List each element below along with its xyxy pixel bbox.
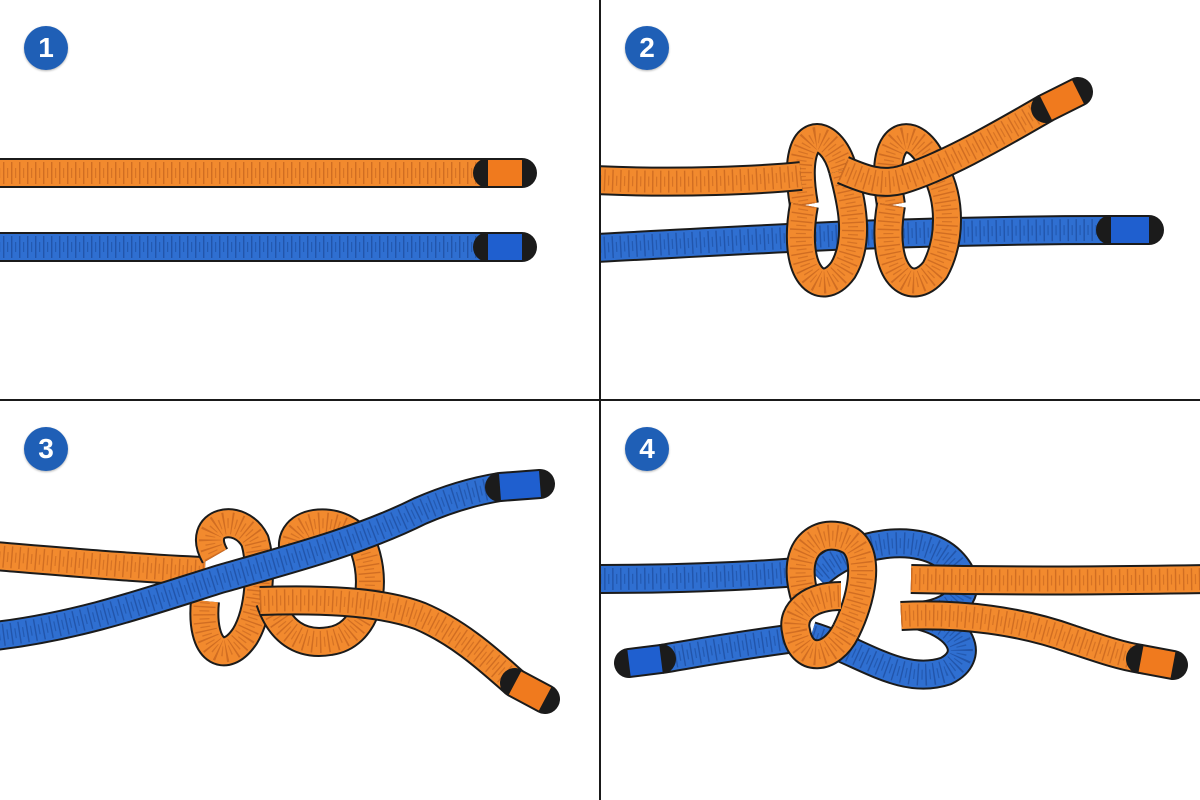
step-3-illustration: [0, 469, 560, 714]
rope-segment: [0, 543, 206, 584]
rope-braid-texture: [789, 167, 865, 294]
step-2-panel: 2: [601, 0, 1200, 399]
orange-rope-end-cap: [1138, 646, 1176, 678]
blue-rope: [0, 469, 555, 651]
rope-braid-texture: [601, 219, 1112, 259]
rope-braid-texture: [910, 568, 1200, 592]
orange-rope-end-cap: [508, 671, 552, 711]
step-2-illustration: [601, 77, 1164, 298]
rope-segment: [837, 96, 1053, 195]
orange-rope: [780, 520, 1200, 680]
rope-segment: [807, 603, 975, 688]
step-number-badge: 4: [625, 427, 669, 471]
orange-rope-end-cap: [1040, 80, 1084, 120]
orange-rope: [0, 508, 560, 714]
blue-rope: [601, 215, 1164, 263]
step-number-badge: 3: [24, 427, 68, 471]
step-3-panel: 3: [0, 401, 599, 800]
rope-braid-texture: [784, 585, 856, 666]
rope-segment: [601, 163, 803, 195]
blue-rope-end-cap: [499, 471, 541, 500]
orange-rope: [601, 77, 1093, 298]
rope-braid-texture: [259, 512, 381, 653]
rope-braid-texture: [795, 168, 859, 288]
panel-divider-horizontal: [0, 399, 1200, 401]
blue-rope-end-cap: [627, 646, 663, 676]
rope-segment: [259, 587, 524, 693]
step-4-illustration: [601, 520, 1200, 690]
rope-braid-texture: [199, 518, 264, 657]
rope-braid-texture: [809, 611, 967, 680]
rope-segment: [900, 602, 1144, 672]
rope-segment: [191, 510, 272, 665]
rope-braid-texture: [900, 610, 1142, 664]
rope-segment: [787, 522, 876, 637]
rope-braid-texture: [877, 164, 958, 294]
step-4-panel: 4: [601, 401, 1200, 800]
step-number-badge: 1: [24, 26, 68, 70]
rope-braid-texture: [601, 171, 802, 187]
rope-braid-texture: [838, 98, 1052, 193]
rope-braid-texture: [0, 476, 502, 647]
rope-braid-texture: [0, 551, 206, 576]
step-number-badge: 2: [625, 26, 669, 70]
rope-braid-texture: [601, 566, 812, 584]
step-1-panel: 1: [0, 0, 599, 399]
step-1-illustration: [0, 158, 537, 262]
